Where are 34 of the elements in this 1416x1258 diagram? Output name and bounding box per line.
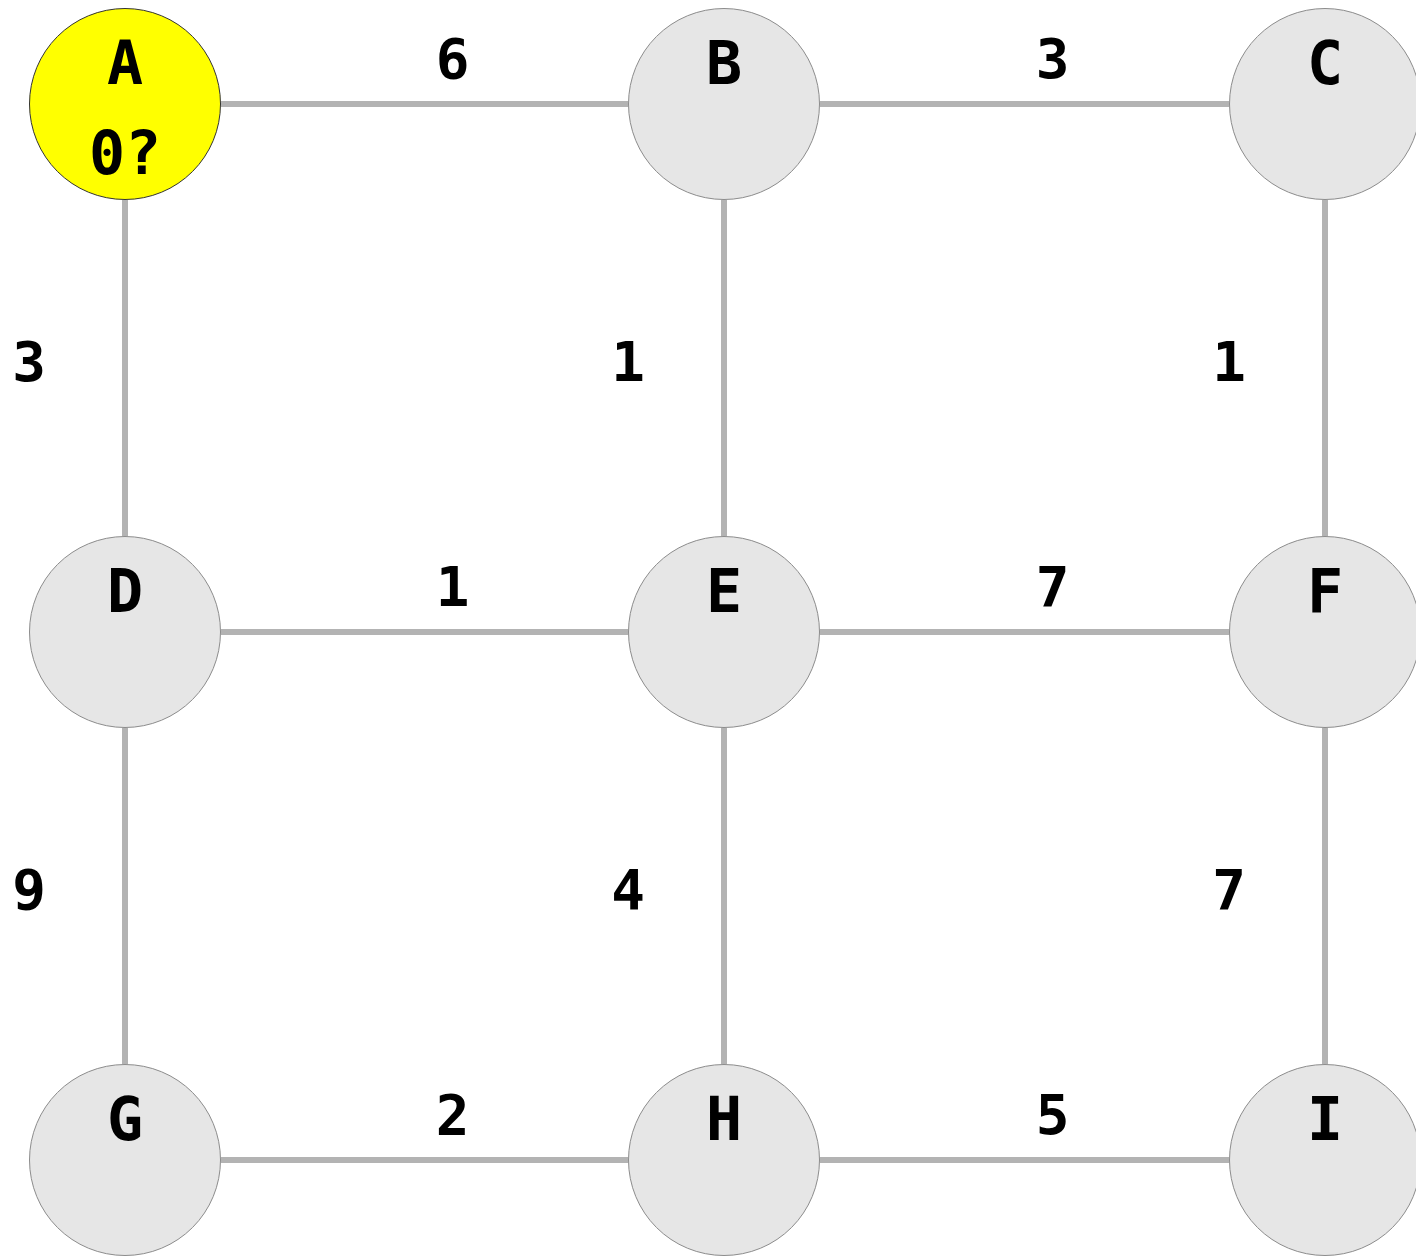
connector-line (721, 728, 727, 1064)
edge-label: 2 (435, 1085, 470, 1145)
edge-label: 3 (1035, 29, 1070, 89)
connector-line (221, 629, 628, 635)
node-label: I (1305, 1087, 1345, 1151)
node-label: A (105, 31, 145, 95)
edge-label: 3 (12, 332, 46, 392)
connector-line (122, 728, 128, 1064)
connector-line (820, 101, 1229, 107)
edge-label: 4 (611, 860, 645, 920)
edge-label: 1 (611, 332, 645, 392)
edge-label: 1 (435, 557, 470, 617)
edge-label: 9 (12, 860, 46, 920)
connector-line (1322, 200, 1328, 536)
node-value: 0? (87, 121, 163, 185)
connector-line (820, 1157, 1229, 1163)
edge-label: 5 (1035, 1085, 1070, 1145)
node-label: C (1305, 31, 1345, 95)
node-label: G (105, 1087, 145, 1151)
node-label: H (704, 1087, 744, 1151)
edge-label: 1 (1212, 332, 1246, 392)
node-label: F (1305, 559, 1345, 623)
connector-line (721, 200, 727, 536)
edge-label: 6 (435, 29, 470, 89)
connector-line (820, 629, 1229, 635)
node-label: D (105, 559, 145, 623)
connector-line (1322, 728, 1328, 1064)
node-label: E (704, 559, 744, 623)
edge-label: 7 (1212, 860, 1246, 920)
edge-label: 7 (1035, 557, 1070, 617)
connector-line (122, 200, 128, 536)
node-label: B (704, 31, 744, 95)
connector-line (221, 1157, 628, 1163)
connector-line (221, 101, 628, 107)
